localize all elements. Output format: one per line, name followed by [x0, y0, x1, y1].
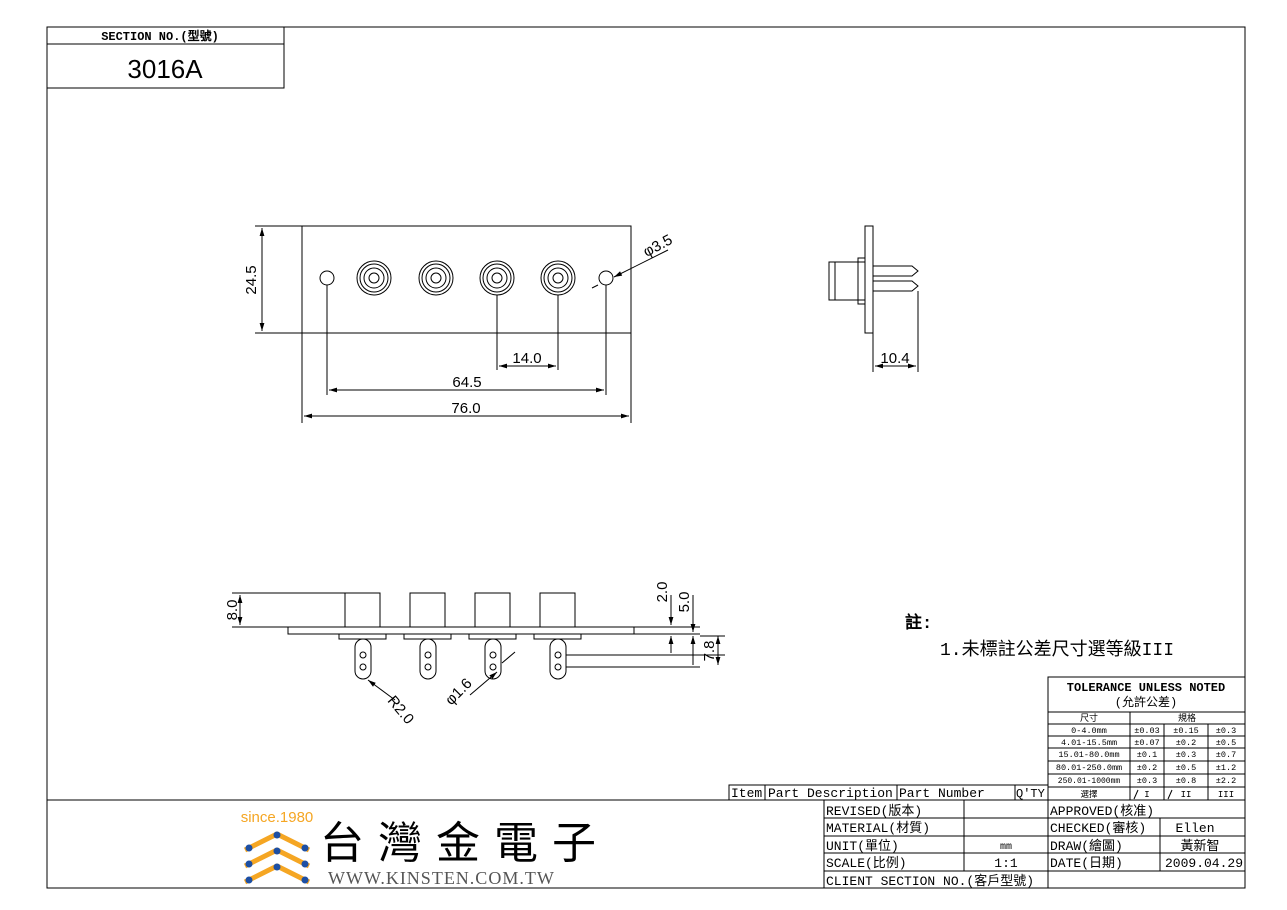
tol-row-v1: ±0.1	[1137, 750, 1157, 760]
tb-scale-value: 1:1	[994, 856, 1018, 871]
section-number: 3016A	[127, 54, 203, 84]
dim-radius: R2.0	[384, 693, 417, 728]
tol-grade-2: II	[1181, 790, 1192, 800]
dim-jack: 5.0	[676, 592, 693, 613]
dim-pin: 7.8	[701, 641, 718, 662]
bottom-jack-2	[403, 592, 452, 680]
dim-plate: 2.0	[654, 582, 671, 603]
dim-height: 24.5	[243, 265, 260, 294]
company-url: WWW.KINSTEN.COM.TW	[328, 868, 555, 888]
bom-number: Part Number	[899, 786, 985, 801]
jack-3	[479, 260, 515, 296]
tb-draw: DRAW(繪圖)	[1050, 838, 1123, 854]
bottom-jack-4	[533, 592, 582, 680]
tb-material: MATERIAL(材質)	[826, 821, 930, 836]
notes-title: 註:	[905, 612, 932, 634]
tol-row-v2: ±0.3	[1176, 750, 1196, 760]
tol-row-v3: ±1.2	[1216, 763, 1236, 773]
side-jack-body	[828, 261, 866, 301]
tb-unit-value: mm	[1000, 842, 1012, 853]
dim-pitch: 14.0	[512, 350, 541, 367]
side-view	[828, 225, 919, 372]
tol-row-v2: ±0.8	[1176, 776, 1196, 786]
tol-row-v1: ±0.03	[1134, 726, 1160, 736]
tb-date: DATE(日期)	[1050, 856, 1123, 871]
tb-checked-value: Ellen	[1175, 821, 1214, 836]
dim-hole-dia: φ3.5	[640, 231, 675, 260]
dim-width: 76.0	[451, 400, 480, 417]
tol-row-range: 80.01-250.0mm	[1056, 763, 1122, 773]
tolerance-subtitle: (允許公差)	[1115, 694, 1177, 710]
jack-4	[540, 260, 576, 296]
bom-desc: Part Description	[768, 786, 893, 801]
tol-row-range: 15.01-80.0mm	[1058, 750, 1119, 760]
tol-row-v3: ±2.2	[1216, 776, 1236, 786]
tb-client: CLIENT SECTION NO.(客戶型號)	[826, 873, 1034, 889]
tol-row-v1: ±0.2	[1137, 763, 1157, 773]
bom-item: Item	[731, 786, 762, 801]
front-plate	[301, 225, 632, 334]
tb-approved: APPROVED(核准)	[1050, 804, 1154, 819]
tb-unit: UNIT(單位)	[826, 839, 899, 854]
title-block	[47, 799, 1245, 888]
tol-grade-3: III	[1218, 790, 1234, 800]
section-label: SECTION NO.(型號)	[101, 28, 219, 44]
tolerance-col-spec: 規格	[1178, 712, 1196, 724]
tol-row-v2: ±0.15	[1173, 726, 1199, 736]
bottom-jack-3	[468, 592, 517, 680]
tol-row-range: 4.01-15.5mm	[1061, 738, 1117, 748]
bom-qty: Q'TY	[1016, 787, 1045, 801]
side-plate	[864, 225, 874, 334]
bottom-view	[232, 592, 725, 701]
sheet-border	[46, 26, 1246, 889]
tb-revised: REVISED(版本)	[826, 804, 922, 819]
jack-2	[418, 260, 454, 296]
chevron-logo-icon	[243, 831, 311, 885]
mount-hole-left	[319, 270, 335, 286]
tb-draw-value: 黃新智	[1180, 838, 1219, 854]
tol-row-v3: ±0.3	[1216, 726, 1236, 736]
tolerance-table	[1047, 676, 1246, 801]
notes-line1: 1.未標註公差尺寸選等級III	[940, 639, 1174, 661]
tol-row-v2: ±0.5	[1176, 763, 1196, 773]
tol-grade-1: I	[1144, 790, 1149, 800]
bottom-plate	[287, 626, 635, 635]
tolerance-rows: 0-4.0mm ±0.03 ±0.15 ±0.3 4.01-15.5mm ±0.…	[1056, 726, 1236, 800]
dim-pin-hole: φ1.6	[442, 675, 476, 709]
since-badge	[243, 806, 311, 826]
tb-scale: SCALE(比例)	[826, 856, 907, 871]
tolerance-col-size: 尺寸	[1080, 712, 1098, 724]
dim-bottom-height: 8.0	[224, 600, 241, 621]
tol-row-range: 0-4.0mm	[1071, 726, 1107, 736]
tol-row-v3: ±0.5	[1216, 738, 1236, 748]
tol-row-range: 250.01-1000mm	[1058, 777, 1121, 786]
tol-row-v1: ±0.07	[1134, 738, 1160, 748]
front-view	[255, 225, 669, 423]
section-box: SECTION NO.(型號) 3016A	[46, 26, 285, 89]
dim-hole-span: 64.5	[452, 374, 481, 391]
tol-select-label: 選擇	[1080, 789, 1098, 800]
node-dots-icon	[245, 831, 309, 884]
tol-row-v3: ±0.7	[1216, 750, 1236, 760]
company-logo: since.1980 台灣金電子 WWW.KINSTEN.COM.TW	[241, 806, 610, 888]
tb-checked: CHECKED(審核)	[1050, 821, 1146, 836]
tol-row-v1: ±0.3	[1137, 776, 1157, 786]
mount-hole-right	[598, 270, 614, 286]
tolerance-title: TOLERANCE UNLESS NOTED	[1067, 681, 1225, 695]
jack-1	[356, 260, 392, 296]
since-text: since.1980	[241, 809, 314, 826]
tol-row-v2: ±0.2	[1176, 738, 1196, 748]
dim-depth: 10.4	[880, 350, 909, 367]
tb-date-value: 2009.04.29	[1165, 856, 1243, 871]
bottom-jack-1	[338, 592, 387, 680]
company-name: 台灣金電子	[320, 819, 610, 868]
